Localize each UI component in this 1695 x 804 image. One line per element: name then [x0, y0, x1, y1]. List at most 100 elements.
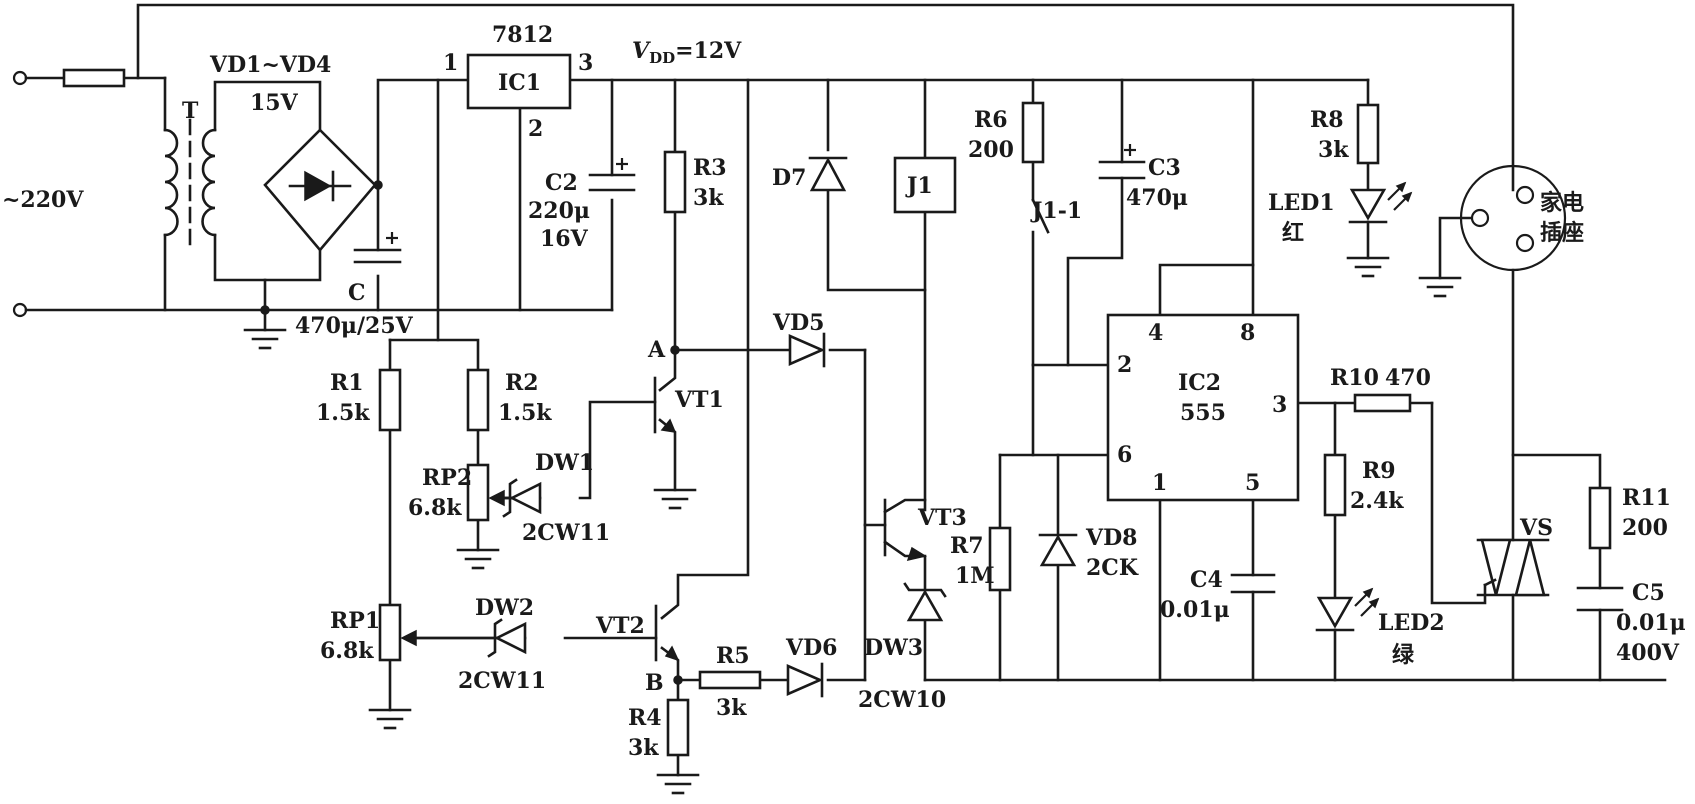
- ic1-pin3-label: 3: [578, 50, 593, 76]
- j1-contact-label: J1-1: [1030, 198, 1082, 224]
- resistor-r8: [1356, 103, 1380, 165]
- junctions: [260, 180, 683, 685]
- r7-value-label: 1M: [955, 563, 995, 589]
- component-labels: ~220V T VD1~VD4 15V 7812 IC1 1 2 3 VDD=1…: [2, 22, 1686, 761]
- r8-value-label: 3k: [1318, 137, 1349, 163]
- capacitor-c3: [1098, 144, 1146, 180]
- zener-dw2: [406, 618, 527, 658]
- r5-name-label: R5: [716, 643, 750, 669]
- ic2-pin3-label: 3: [1272, 392, 1287, 418]
- c2-voltage-label: 16V: [540, 226, 589, 252]
- vd6-label: VD6: [785, 635, 837, 661]
- r8-name-label: R8: [1310, 107, 1344, 133]
- ic1-regulator: [466, 53, 572, 110]
- ic2-name-label: IC2: [1178, 370, 1221, 396]
- resistor-r1: [378, 368, 402, 432]
- dw1-name-label: DW1: [535, 450, 594, 476]
- vd8-part-label: 2CK: [1086, 555, 1139, 581]
- node-a-label: A: [647, 337, 666, 363]
- r2-value-label: 1.5k: [498, 400, 552, 426]
- led2-name-label: LED2: [1378, 610, 1445, 636]
- ic2-pin1-label: 1: [1152, 470, 1167, 496]
- led2-green: [1315, 587, 1380, 632]
- capacitor-c2: [588, 158, 636, 192]
- diode-vd5: [788, 332, 826, 368]
- node-b-label: B: [645, 670, 664, 696]
- transformer-t: [163, 118, 217, 247]
- ic2-pin8-label: 8: [1240, 320, 1255, 346]
- rp1-value-label: 6.8k: [320, 638, 374, 664]
- j1-label: J1: [905, 173, 933, 199]
- r6-value-label: 200: [968, 137, 1014, 163]
- c3-value-label: 470μ: [1126, 185, 1188, 211]
- vdd-label: VDD=12V: [632, 38, 742, 67]
- r3-value-label: 3k: [693, 185, 724, 211]
- transistor-vt2: [664, 645, 680, 662]
- ic2-555-timer: [1106, 313, 1300, 502]
- led1-name-label: LED1: [1268, 190, 1335, 216]
- transistor-vt1: [660, 418, 677, 433]
- ic1-label: IC1: [498, 70, 541, 96]
- r9-value-label: 2.4k: [1350, 488, 1404, 514]
- bridge-rectifier: [263, 128, 377, 253]
- bridge-voltage-label: 15V: [250, 90, 299, 116]
- c4-value-label: 0.01μ: [1160, 597, 1230, 623]
- c5-name-label: C5: [1632, 580, 1665, 606]
- vt2-label: VT2: [595, 613, 645, 639]
- vs-label: VS: [1519, 515, 1553, 541]
- dw2-name-label: DW2: [475, 595, 534, 621]
- relay-contact-j1-1: [1031, 198, 1050, 234]
- resistor-r10: [1353, 393, 1412, 413]
- dw3-name-label: DW3: [864, 635, 923, 661]
- relay-j1: [893, 156, 957, 214]
- vt1-label: VT1: [674, 387, 724, 413]
- vd5-label: VD5: [772, 310, 824, 336]
- r3-name-label: R3: [693, 155, 727, 181]
- c5-value-label: 0.01μ: [1616, 610, 1686, 636]
- resistor-r6: [1021, 101, 1045, 164]
- r1-name-label: R1: [330, 370, 364, 396]
- rp2-value-label: 6.8k: [408, 495, 462, 521]
- r7-name-label: R7: [950, 533, 984, 559]
- ic2-pin2-label: 2: [1117, 352, 1132, 378]
- bridge-label: VD1~VD4: [209, 52, 331, 78]
- c2-value-label: 220μ: [528, 198, 590, 224]
- socket-label-line2: 插座: [1540, 220, 1584, 246]
- c-name-label: C: [348, 280, 366, 306]
- diode-vd6: [786, 662, 824, 698]
- led1-color-label: 红: [1282, 220, 1304, 246]
- d7-label: D7: [772, 165, 806, 191]
- resistor-r5: [698, 670, 762, 690]
- vd8-name-label: VD8: [1085, 525, 1137, 551]
- resistor-r3: [663, 150, 687, 214]
- r1-value-label: 1.5k: [316, 400, 370, 426]
- ac-terminal-top: [12, 70, 28, 86]
- diode-vd8: [1038, 533, 1078, 567]
- transistor-vt3: [906, 546, 927, 562]
- resistor-r11: [1588, 486, 1612, 550]
- ic1-pin1-label: 1: [443, 50, 458, 76]
- resistor-r2: [466, 368, 490, 432]
- ic2-pin6-label: 6: [1117, 442, 1132, 468]
- zener-dw1: [494, 478, 542, 518]
- rp1-name-label: RP1: [330, 608, 380, 634]
- dw2-part-label: 2CW11: [458, 668, 546, 694]
- c4-name-label: C4: [1190, 567, 1223, 593]
- regulator-part-label: 7812: [492, 22, 553, 48]
- c-value-label: 470μ/25V: [295, 313, 414, 339]
- r4-value-label: 3k: [628, 735, 659, 761]
- rp2-name-label: RP2: [422, 465, 472, 491]
- potentiometer-rp2: [466, 463, 524, 522]
- potentiometer-rp1: [378, 603, 417, 662]
- r11-name-label: R11: [1622, 485, 1671, 511]
- capacitor-c5: [1576, 586, 1624, 612]
- dw3-part-label: 2CW10: [858, 687, 946, 713]
- vt3-label: VT3: [917, 505, 967, 531]
- r5-value-label: 3k: [716, 695, 747, 721]
- r10-name-label: R10: [1330, 365, 1379, 391]
- ic2-pin5-label: 5: [1245, 470, 1260, 496]
- r11-value-label: 200: [1622, 515, 1668, 541]
- ic2-pin4-label: 4: [1148, 320, 1163, 346]
- resistor-r4: [666, 698, 690, 757]
